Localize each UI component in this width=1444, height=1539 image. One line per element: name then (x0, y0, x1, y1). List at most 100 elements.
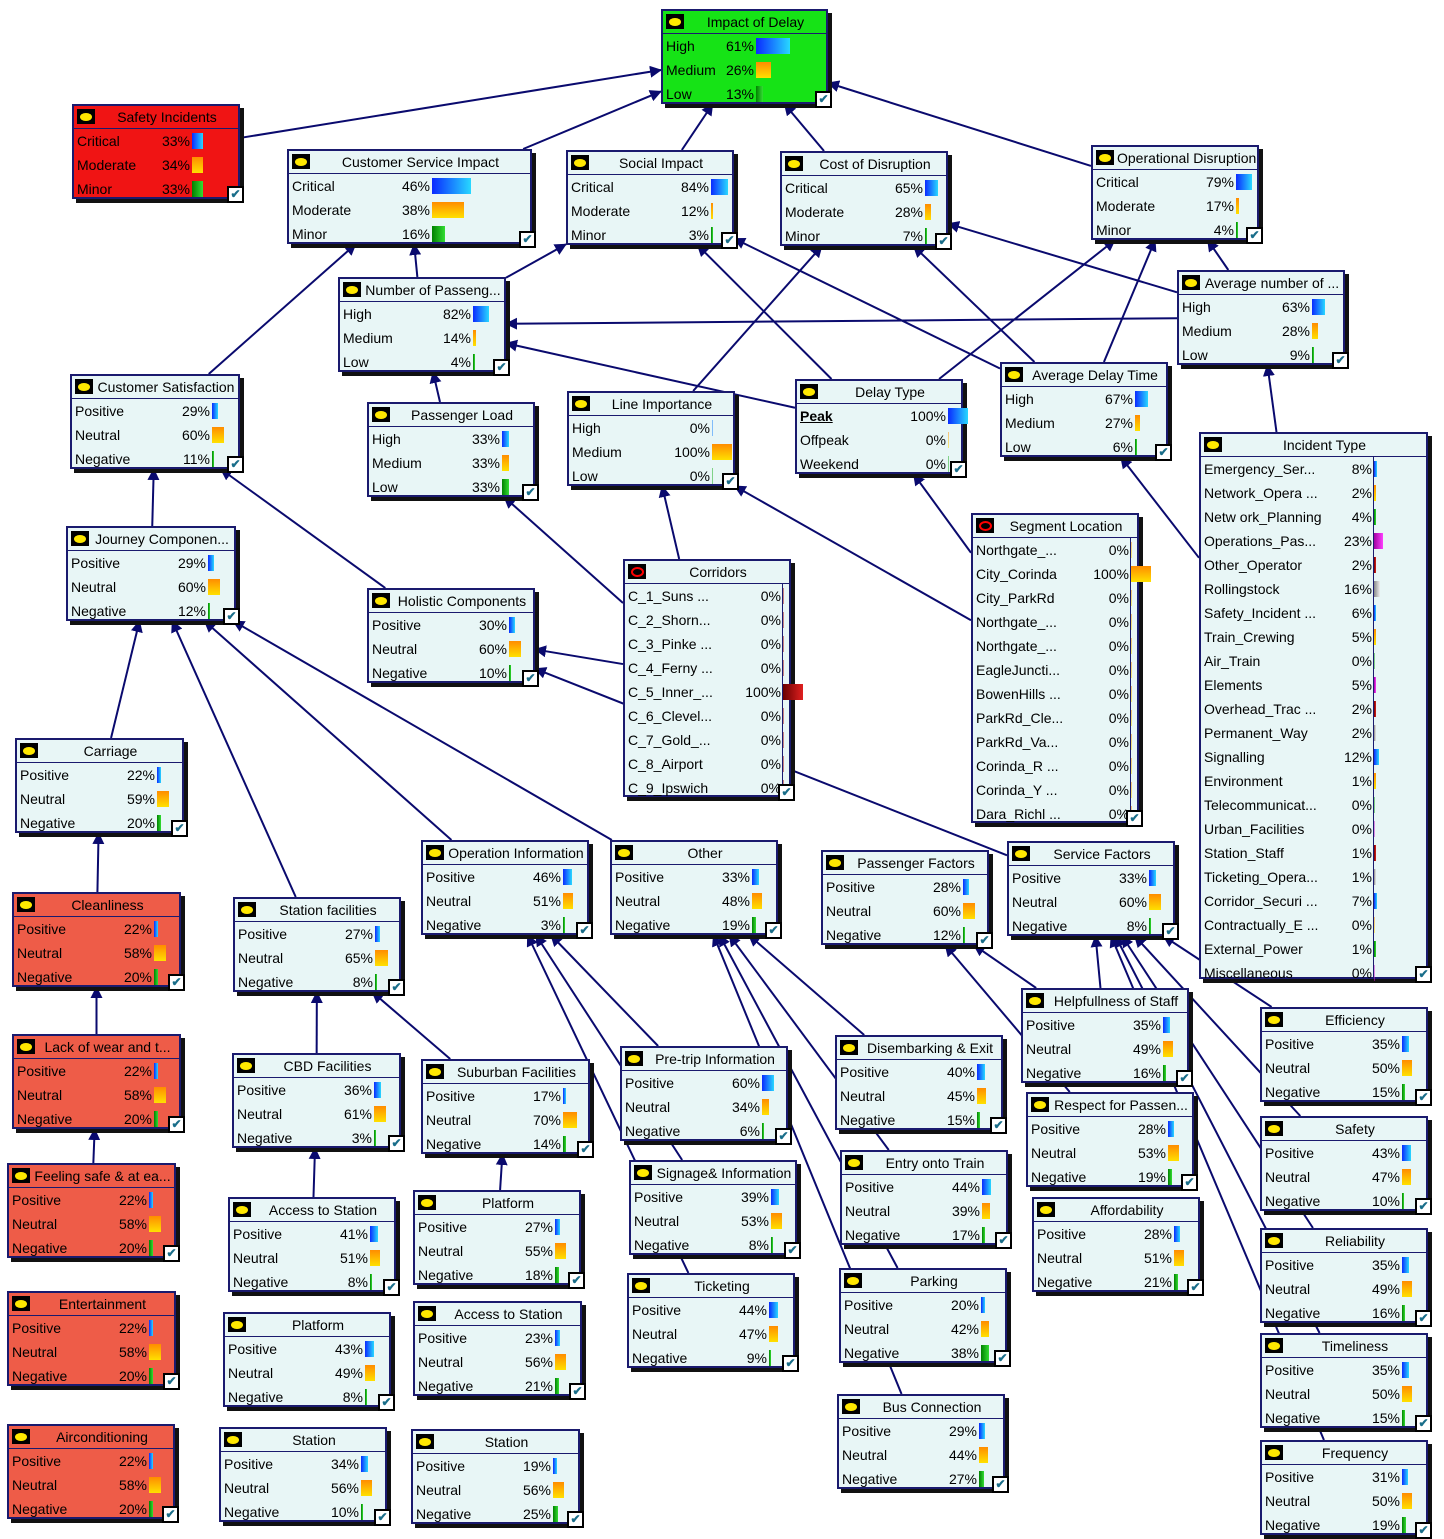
checkbox-icon[interactable]: ✔ (1415, 1415, 1432, 1432)
checkbox-icon[interactable]: ✔ (223, 608, 240, 625)
checkbox-icon[interactable]: ✔ (1162, 923, 1179, 940)
checkbox-icon[interactable]: ✔ (722, 473, 739, 490)
checkbox-icon[interactable]: ✔ (162, 1506, 179, 1523)
checkbox-icon[interactable]: ✔ (992, 1476, 1009, 1493)
checkbox-icon[interactable]: ✔ (163, 1245, 180, 1262)
checkbox-icon[interactable]: ✔ (522, 484, 539, 501)
checkbox-icon[interactable]: ✔ (388, 979, 405, 996)
state-row[interactable]: Telecommunicat...0% (1201, 793, 1426, 817)
state-row[interactable]: Corinda_R ...0% (973, 754, 1137, 778)
state-row[interactable]: Corinda_Y ...0% (973, 778, 1137, 802)
checkbox-icon[interactable]: ✔ (815, 91, 832, 108)
state-row[interactable]: Northgate_...0% (973, 610, 1137, 634)
state-row[interactable]: C_1_Suns ...0% (625, 584, 789, 608)
checkbox-icon[interactable]: ✔ (1415, 1198, 1432, 1215)
checkbox-icon[interactable]: ✔ (784, 1242, 801, 1259)
checkbox-icon[interactable]: ✔ (778, 784, 795, 801)
checkbox-icon[interactable]: ✔ (994, 1350, 1011, 1367)
checkbox-icon[interactable]: ✔ (1176, 1070, 1193, 1087)
checkbox-icon[interactable]: ✔ (1332, 352, 1349, 369)
state-row[interactable]: ParkRd_Va...0% (973, 730, 1137, 754)
checkbox-icon[interactable]: ✔ (976, 932, 993, 949)
checkbox-icon[interactable]: ✔ (519, 231, 536, 248)
checkbox-icon[interactable]: ✔ (775, 1128, 792, 1145)
checkbox-icon[interactable]: ✔ (388, 1135, 405, 1152)
